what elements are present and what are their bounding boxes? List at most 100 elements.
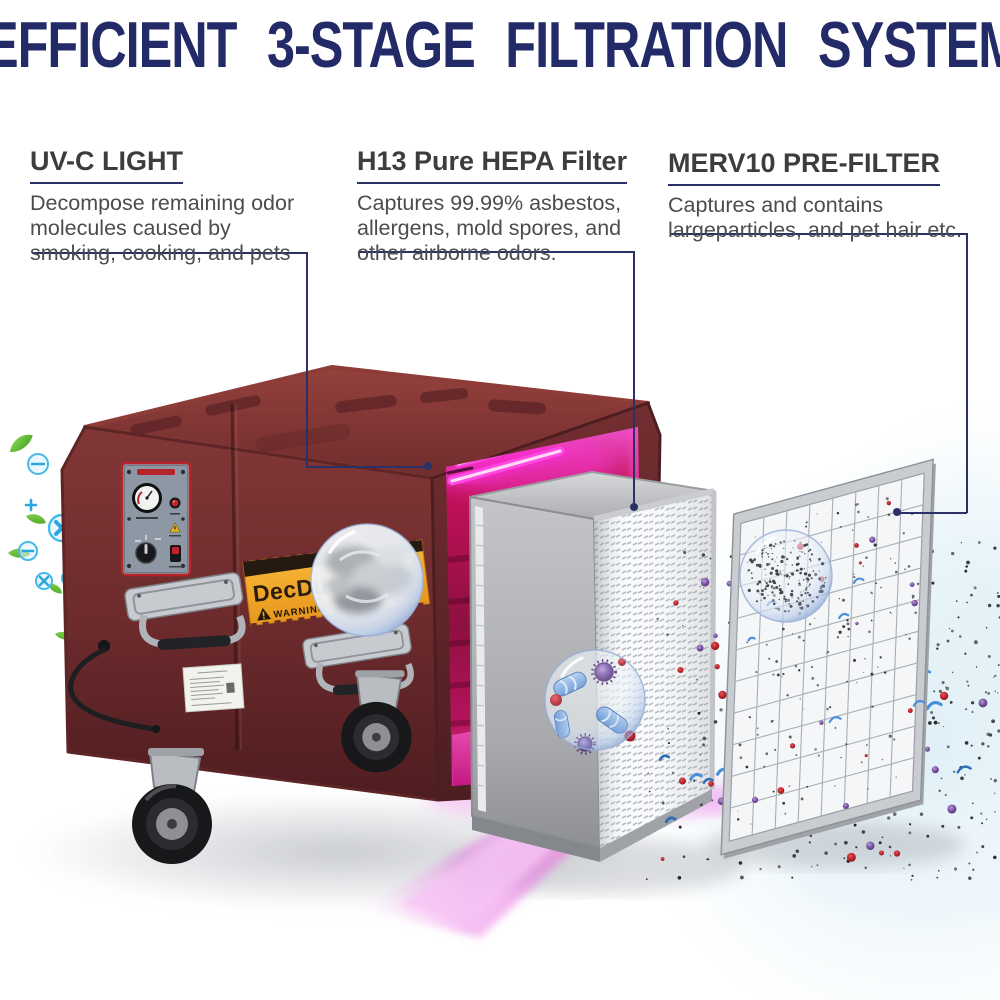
particle <box>784 812 787 815</box>
bacteria-particle <box>702 777 714 785</box>
particle <box>667 742 671 745</box>
page-title: EFFICIENT 3-STAGE FILTRATION SYSTEM <box>0 10 1000 82</box>
particle <box>795 849 800 854</box>
particle <box>800 797 804 801</box>
callout-prefilter-body: Captures and contains largeparticles, an… <box>668 193 962 243</box>
particle <box>902 532 905 535</box>
particle <box>738 861 743 865</box>
particle <box>965 565 968 568</box>
particle <box>975 666 978 668</box>
particle <box>846 680 849 683</box>
particle <box>697 711 701 715</box>
panel-brand-strip <box>137 469 175 475</box>
particle <box>905 633 907 636</box>
particle <box>847 627 851 631</box>
particle <box>940 777 943 780</box>
particle <box>799 698 801 700</box>
particle <box>667 727 670 730</box>
prefilter-leader-line-horizontal <box>670 233 967 235</box>
particle <box>888 734 892 738</box>
hepa-leader-line-horizontal <box>358 251 634 253</box>
callout-uv-c-light: UV-C LIGHT Decompose remaining odor mole… <box>30 146 320 266</box>
particle <box>977 756 981 760</box>
particle <box>677 666 684 674</box>
particle <box>996 592 999 594</box>
particle <box>885 497 889 501</box>
particle <box>987 654 991 659</box>
particle <box>971 711 974 713</box>
particle <box>891 613 893 615</box>
panel-warning-icon <box>169 522 181 537</box>
ion-x-icon <box>35 572 53 590</box>
particle <box>977 541 981 544</box>
particle <box>953 867 958 871</box>
hepa-pleated-face <box>593 488 717 848</box>
particle <box>953 770 956 773</box>
particle <box>919 812 924 816</box>
hepa-leader-line-vertical <box>633 251 635 507</box>
particle <box>853 576 856 579</box>
particle <box>772 673 775 676</box>
bacteria-particle <box>912 699 926 707</box>
particle <box>702 743 705 746</box>
particle <box>673 600 679 606</box>
prefilter-leader-line-vertical <box>966 233 968 513</box>
particle <box>908 863 911 867</box>
particle <box>955 600 958 602</box>
particle <box>811 676 815 680</box>
particle <box>994 690 996 693</box>
bacteria-particle <box>925 701 943 711</box>
particle <box>868 630 871 634</box>
particle <box>782 627 785 631</box>
particle <box>951 671 954 674</box>
particle <box>696 678 699 681</box>
particle <box>814 617 816 619</box>
particle <box>964 741 969 745</box>
germ-bubble <box>544 649 646 755</box>
ion-minus-icon <box>27 453 49 475</box>
particle <box>968 862 971 865</box>
particle <box>908 637 911 640</box>
particle <box>950 629 954 633</box>
particle <box>941 681 945 685</box>
particle <box>826 650 830 654</box>
particle <box>775 660 779 663</box>
particle <box>829 706 832 709</box>
particle <box>756 733 759 736</box>
bacteria-particle <box>664 816 677 824</box>
particle <box>871 592 873 595</box>
particle <box>707 858 710 861</box>
particle <box>993 546 997 550</box>
particle <box>879 656 882 659</box>
particle <box>763 765 766 768</box>
hepa-leader-dot <box>630 503 638 511</box>
particle <box>981 845 985 849</box>
particle <box>994 811 996 813</box>
particle <box>883 671 887 674</box>
particle <box>949 627 951 630</box>
dust-bubble <box>739 529 833 623</box>
particle <box>738 743 742 747</box>
hepa-filter <box>469 471 717 862</box>
particle <box>903 867 905 870</box>
particle <box>976 851 979 854</box>
particle <box>866 744 868 746</box>
particle <box>677 875 682 880</box>
particle <box>881 759 884 761</box>
particle <box>936 643 940 647</box>
particle <box>916 582 920 586</box>
particle <box>855 621 859 626</box>
particle <box>878 841 882 845</box>
particle <box>810 665 814 669</box>
particle <box>869 536 876 543</box>
particle <box>765 643 768 646</box>
particle <box>750 823 752 825</box>
particle <box>993 676 995 678</box>
callout-uvc-body: Decompose remaining odor molecules cause… <box>30 191 295 266</box>
power-indicator-light <box>169 497 181 515</box>
particle <box>933 690 936 693</box>
particle <box>957 616 960 619</box>
particle <box>774 748 777 751</box>
particle <box>911 599 918 607</box>
particle <box>817 754 820 757</box>
